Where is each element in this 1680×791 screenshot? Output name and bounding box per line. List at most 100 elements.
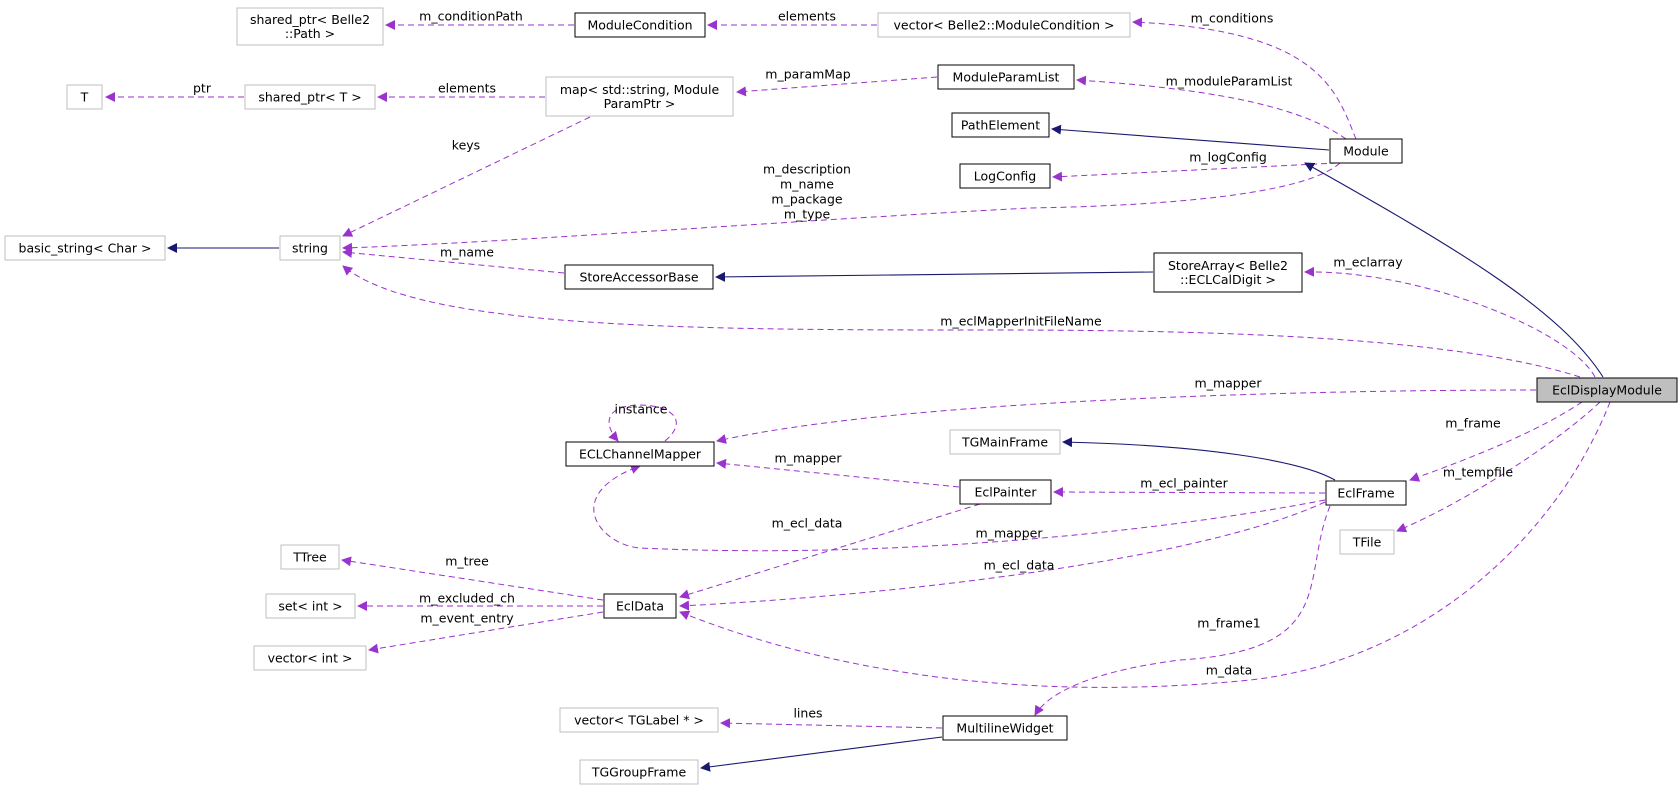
- edge-label-elements-conditions: elements: [778, 9, 836, 24]
- edge-label-m-name: m_name: [440, 245, 494, 260]
- node-label: ModuleCondition: [587, 18, 692, 33]
- node-label: EclDisplayModule: [1552, 383, 1662, 398]
- node-ttree[interactable]: TTree: [280, 544, 340, 570]
- node-module-condition[interactable]: ModuleCondition: [574, 12, 706, 38]
- edge-label-m-description: m_package: [771, 192, 843, 207]
- node-label: TGMainFrame: [961, 435, 1048, 450]
- usage-edge: [342, 116, 591, 237]
- node-string[interactable]: string: [279, 235, 341, 261]
- node-label: StoreAccessorBase: [579, 270, 698, 285]
- usage-edge: [342, 247, 565, 274]
- node-box: [1329, 138, 1403, 164]
- usage-edge: [342, 162, 1341, 253]
- inheritance-edge: [1304, 162, 1604, 378]
- node-label: ::ECLCalDigit >: [1180, 272, 1276, 287]
- usage-edge: [342, 265, 1581, 378]
- node-set-int[interactable]: set< int >: [265, 593, 356, 619]
- inheritance-edge: [700, 736, 943, 772]
- node-label: vector< Belle2::ModuleCondition >: [894, 18, 1115, 33]
- node-label: TFile: [1352, 535, 1382, 550]
- node-label: EclPainter: [974, 485, 1037, 500]
- node-shared-ptr-path[interactable]: shared_ptr< Belle2::Path >: [236, 7, 384, 46]
- node-ecl-data[interactable]: EclData: [603, 593, 677, 619]
- edge-label-m-frame1: m_frame1: [1197, 616, 1260, 631]
- node-box: [265, 593, 356, 619]
- node-box: [253, 645, 367, 671]
- edges: [105, 17, 1611, 772]
- node-path-element[interactable]: PathElement: [951, 112, 1050, 138]
- node-box: [559, 707, 719, 733]
- node-label: EclFrame: [1337, 486, 1394, 501]
- usage-edge: [716, 458, 960, 488]
- node-label: MultilineWidget: [956, 721, 1053, 736]
- edge-label-instance: instance: [615, 402, 668, 417]
- edge-label-m-conditionpath: m_conditionPath: [419, 9, 523, 24]
- node-box: [565, 441, 715, 467]
- node-box: [949, 429, 1061, 455]
- node-box: [1536, 377, 1678, 403]
- edge-label-m-ecl-data-frame: m_ecl_data: [984, 558, 1055, 573]
- edge-label-ptr: ptr: [193, 81, 212, 96]
- node-multiline-widget[interactable]: MultilineWidget: [942, 715, 1068, 741]
- node-log-config[interactable]: LogConfig: [959, 163, 1051, 189]
- node-label: ::Path >: [285, 26, 335, 41]
- node-box: [579, 759, 699, 785]
- node-ecl-channel-mapper[interactable]: ECLChannelMapper: [565, 441, 715, 467]
- node-label: ParamPtr >: [604, 96, 676, 111]
- node-label: map< std::string, Module: [560, 82, 720, 97]
- node-ecl-display-module[interactable]: EclDisplayModule: [1536, 377, 1678, 403]
- node-label: shared_ptr< Belle2: [250, 12, 370, 27]
- usage-edge: [1396, 401, 1601, 533]
- node-label: TGGroupFrame: [591, 765, 687, 780]
- edge-label-m-conditions: m_conditions: [1191, 11, 1274, 26]
- node-vector-int[interactable]: vector< int >: [253, 645, 367, 671]
- edge-label-m-mapper-main: m_mapper: [1195, 376, 1263, 391]
- node-tg-main-frame[interactable]: TGMainFrame: [949, 429, 1061, 455]
- usage-edge: [1409, 401, 1583, 482]
- node-t[interactable]: T: [66, 84, 103, 110]
- nodes: shared_ptr< Belle2::Path > ModuleConditio…: [4, 7, 1678, 785]
- node-store-accessor-base[interactable]: StoreAccessorBase: [564, 264, 714, 290]
- node-vector-tglabel[interactable]: vector< TGLabel * >: [559, 707, 719, 733]
- node-tg-group-frame[interactable]: TGGroupFrame: [579, 759, 699, 785]
- node-label: LogConfig: [974, 169, 1036, 184]
- edge-label-m-parammap: m_paramMap: [765, 67, 850, 82]
- node-label: T: [80, 90, 89, 105]
- node-box: [280, 544, 340, 570]
- usage-edge: [716, 389, 1537, 444]
- node-basic-string[interactable]: basic_string< Char >: [4, 235, 166, 261]
- node-label: ModuleParamList: [953, 70, 1060, 85]
- node-label: string: [292, 241, 328, 256]
- node-ecl-frame[interactable]: EclFrame: [1325, 480, 1407, 506]
- node-box: [574, 12, 706, 38]
- node-shared-ptr-t[interactable]: shared_ptr< T >: [244, 84, 376, 110]
- node-box: [1153, 252, 1303, 293]
- edge-label-m-moduleparamlist: m_moduleParamList: [1166, 74, 1293, 89]
- node-box: [244, 84, 376, 110]
- node-box: [66, 84, 103, 110]
- node-label: vector< TGLabel * >: [574, 713, 704, 728]
- edge-label-m-frame: m_frame: [1445, 416, 1501, 431]
- edge-label-m-excluded-ch: m_excluded_ch: [419, 591, 515, 606]
- edge-label-m-mapper-frame: m_mapper: [976, 526, 1044, 541]
- edge-label-m-ecl-painter: m_ecl_painter: [1140, 476, 1228, 491]
- edge-label-m-eclmapperinitfilename: m_eclMapperInitFileName: [940, 314, 1102, 329]
- usage-edge: [720, 718, 943, 729]
- node-module[interactable]: Module: [1329, 138, 1403, 164]
- instance-self-edge: [608, 404, 677, 442]
- node-tfile[interactable]: TFile: [1339, 529, 1395, 555]
- usage-edge: [1052, 162, 1338, 182]
- node-vector-module-condition[interactable]: vector< Belle2::ModuleCondition >: [877, 12, 1131, 38]
- inheritance-edge: [1051, 124, 1330, 151]
- edge-label-keys: keys: [452, 138, 480, 153]
- node-store-array[interactable]: StoreArray< Belle2::ECLCalDigit >: [1153, 252, 1303, 293]
- edge-label-lines: lines: [793, 706, 822, 721]
- node-box: [4, 235, 166, 261]
- usage-edge: [341, 556, 604, 601]
- node-module-param-list[interactable]: ModuleParamList: [937, 64, 1075, 90]
- usage-edge: [1053, 487, 1326, 498]
- node-ecl-painter[interactable]: EclPainter: [959, 479, 1052, 505]
